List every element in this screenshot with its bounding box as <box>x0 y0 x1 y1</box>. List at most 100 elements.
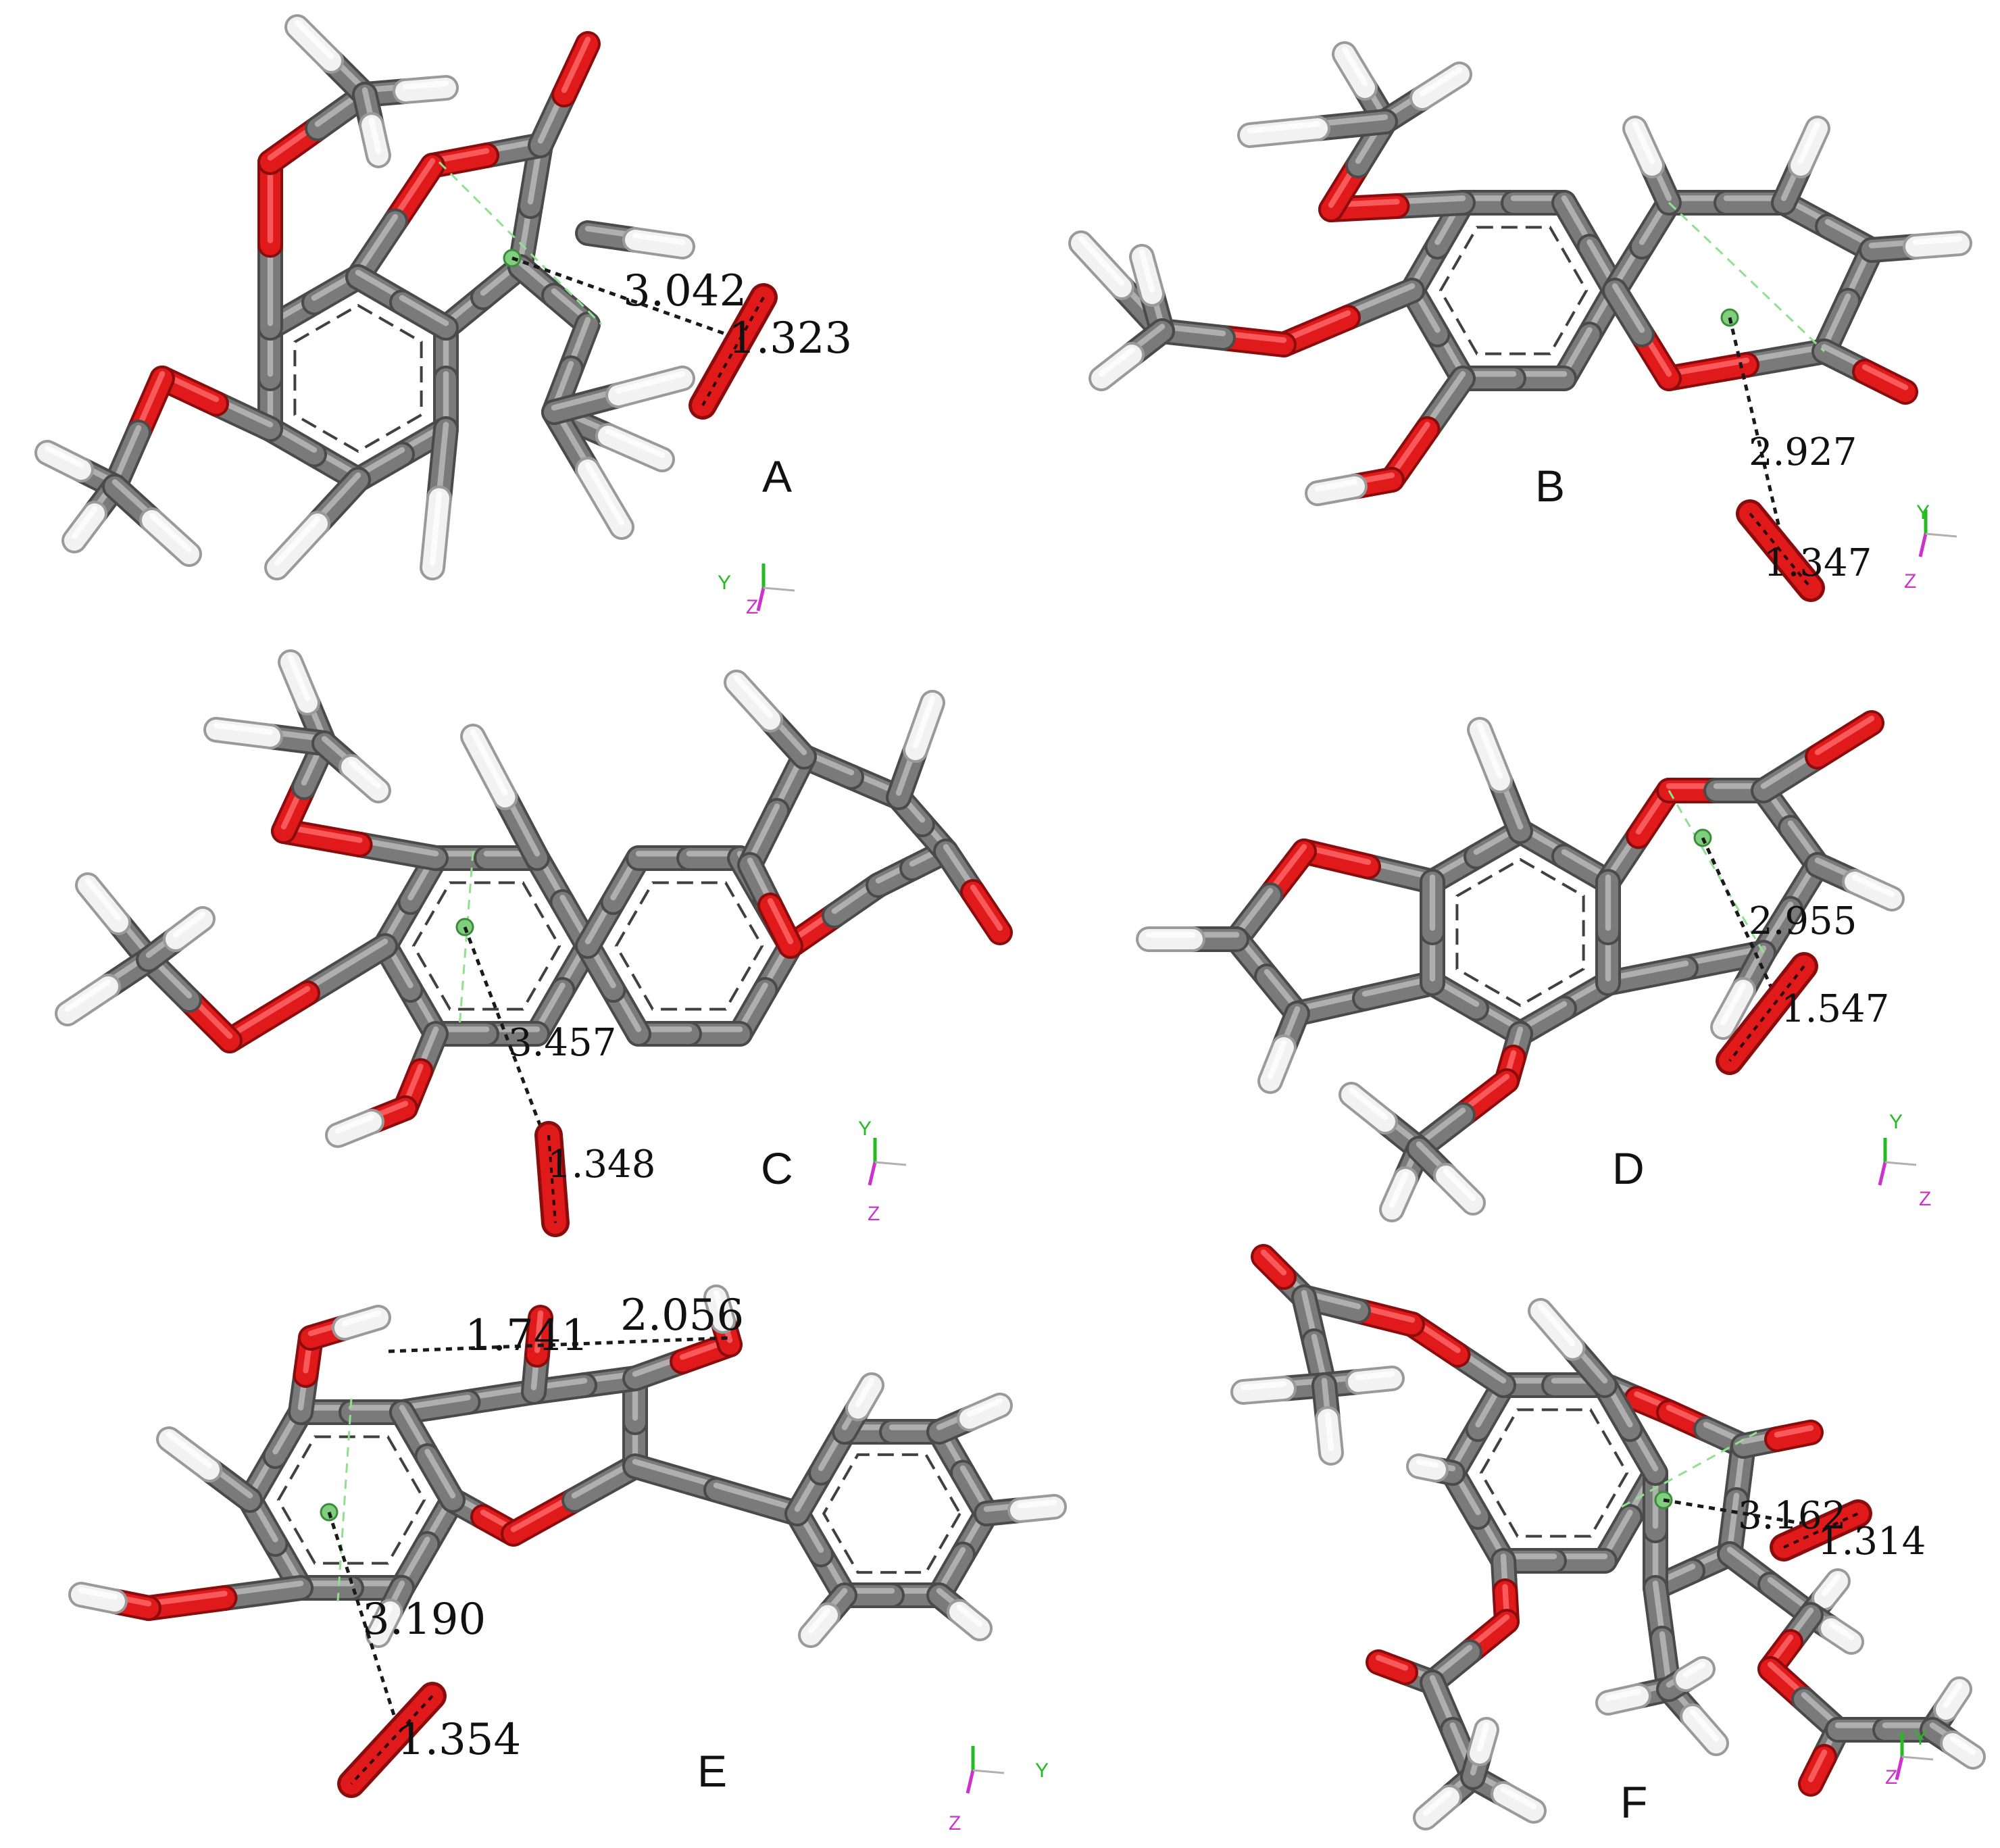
panel-c-triad-axis-x <box>874 1161 907 1166</box>
panel-f-distance-2: 1.314 <box>1818 1520 1926 1564</box>
panel-f-methyl-h1-half-1 <box>1598 1686 1649 1713</box>
panel-e-triad-axis-x <box>972 1769 1005 1774</box>
panel-d-h3-half-1 <box>1845 872 1902 909</box>
panel-a-ome2-c-shine-1 <box>111 425 142 485</box>
panel-d-ome-h1-shine-1 <box>1348 1087 1389 1120</box>
panel-e-triad-axis-z <box>966 1770 975 1794</box>
panel-c-axis-y-label: Y <box>858 1118 872 1140</box>
panel-f-ch2-h1-shine-1 <box>1821 1574 1841 1597</box>
panel-e-pi-probe-dots <box>350 1695 434 1785</box>
panel-f-oac1-h2-half-1 <box>1348 1368 1402 1392</box>
panel-c-ome1-h3-half-1 <box>341 757 389 801</box>
panel-c-pi-probe-dots <box>547 1134 557 1224</box>
panel-c-ome2-shine-1 <box>226 986 311 1039</box>
panel-b-axis-y-label: Y <box>1916 501 1930 524</box>
panel-a-distance-line <box>511 256 737 340</box>
panel-f-oac2-co-shine-1 <box>1375 1655 1409 1671</box>
panel-e-phenyl-link-half-1 <box>706 1480 807 1524</box>
panel-d-distance-1: 2.955 <box>1749 899 1857 943</box>
panel-c-distance-line <box>463 926 556 1163</box>
panel-d-pyrone-bond-4-half-1 <box>1598 957 1696 993</box>
panel-c-ome2-h2-half-1 <box>57 976 118 1024</box>
panel-f-carbonyl-shine-1 <box>1774 1425 1814 1438</box>
panel-c-ome2-h2-shine-1 <box>64 979 111 1012</box>
panel-b-h5-shine-1 <box>1632 121 1655 164</box>
panel-b-pyrone-bond-4-half-0 <box>1736 341 1834 375</box>
panel-b-pyrone-bond-4-shine-0 <box>1743 344 1828 364</box>
panel-b-ome2-h1-half-1 <box>1071 233 1132 297</box>
panel-c-triad-axis-z <box>868 1162 877 1186</box>
panel-d-ome-h2-shine-1 <box>1389 1172 1409 1208</box>
panel-a-ome2-h2-shine-1 <box>71 506 98 539</box>
panel-c-carbonyl-shine-1 <box>970 884 1003 931</box>
panel-a-distance-2: 1.323 <box>728 314 852 364</box>
panel-c-distance-2: 1.348 <box>547 1143 655 1187</box>
panel-f-oac2-h3-shine-1 <box>1476 1722 1490 1752</box>
panel-d-label: D <box>1612 1143 1645 1193</box>
panel-f-oac2-h2-shine-1 <box>1500 1787 1537 1809</box>
panel-b-carbonyl-shine-1 <box>1861 364 1909 391</box>
panel-f-oac1-co-half-1 <box>1253 1247 1294 1287</box>
panel-f-oac1-h3-shine-1 <box>1324 1412 1334 1451</box>
panel-d-furan-h2-shine-1 <box>1267 1040 1287 1080</box>
panel-d-ome-h1-half-1 <box>1341 1084 1395 1132</box>
panel-f-methyl-h1-shine-1 <box>1605 1689 1642 1701</box>
panel-e-h6-shine-1 <box>166 1432 213 1468</box>
panel-c-pyrone-bond-5-shine-1 <box>767 898 794 945</box>
panel-c-ome1-half-0 <box>349 834 446 868</box>
panel-e-oh7-h-shine-1 <box>78 1587 118 1600</box>
panel-b-ome2-shine-0 <box>1345 283 1416 316</box>
panel-c-ome1-h1-shine-1 <box>287 655 311 701</box>
panel-b-triad-axis-z <box>1918 533 1928 557</box>
panel-a-pyrone-bond-3-shine-1 <box>355 214 399 276</box>
panel-f-h5-half-1 <box>1409 1456 1446 1480</box>
panel-b-triad-axis-x <box>1925 532 1957 538</box>
panel-f-ch2-h2-half-1 <box>1821 1618 1861 1652</box>
panel-b-ome2-h2-shine-1 <box>1139 249 1155 293</box>
panel-e-phenyl-link-shine-0 <box>632 1459 720 1489</box>
panel-e-a-ring-aromatic <box>276 1435 426 1565</box>
panel-f-oac1-co-shine-1 <box>1260 1249 1287 1276</box>
panel-b-pyrone-bond-3-shine-1 <box>1821 293 1851 350</box>
panel-a-h3-shine-1 <box>632 232 686 245</box>
panel-c-h4-shine-1 <box>733 675 774 718</box>
panel-b-oh-shine-0 <box>1424 371 1466 428</box>
panel-b-ome2-shine-1 <box>1280 310 1351 343</box>
panel-e-ph-h3-half-1 <box>1010 1497 1064 1520</box>
panel-f-methyl-h2-half-1 <box>1682 1706 1726 1753</box>
panel-c-label: C <box>761 1143 793 1193</box>
panel-d-ome-h3-shine-1 <box>1443 1168 1476 1201</box>
panel-a-ome2-h1-half-1 <box>37 443 91 480</box>
panel-d-furan-bond-1-shine-1 <box>1233 888 1274 938</box>
panel-e-ph-h2-half-1 <box>959 1395 1010 1429</box>
panel-e-phenyl-link-shine-1 <box>713 1482 801 1512</box>
panel-c-ring2-aromatic <box>614 881 764 1011</box>
panel-c-h3-shine-1 <box>912 695 936 749</box>
panel-d-h4-shine-1 <box>1720 982 1747 1026</box>
panel-a-ome1-h2-half-1 <box>395 78 456 101</box>
panel-e-oh3-h-shine-1 <box>713 1290 726 1320</box>
panel-a-methyl-h3-half-1 <box>608 368 693 405</box>
panel-b-distance-2: 1.347 <box>1764 541 1872 585</box>
panel-f-pyrone-bond-2-shine-1 <box>1726 1493 1740 1553</box>
panel-d-ome-h3-half-1 <box>1436 1166 1483 1213</box>
panel-e-ph-h1-shine-1 <box>855 1378 875 1407</box>
panel-b-oh-h-shine-1 <box>1314 479 1358 492</box>
panel-f-methyl-h2-shine-1 <box>1689 1709 1720 1742</box>
panel-f-oac3-h2-half-1 <box>1943 1733 1983 1767</box>
panel-c-pyrone-bond-4-shine-1 <box>747 803 780 864</box>
panel-d-distance-2: 1.547 <box>1781 987 1889 1031</box>
panel-f-triad-axis-z <box>1895 1756 1904 1780</box>
panel-c-h4-half-1 <box>726 672 780 730</box>
panel-b-benzene-aromatic <box>1439 226 1589 355</box>
panel-f-oac2-co-half-1 <box>1368 1652 1416 1682</box>
panel-a-pyrone-bond-3-shine-0 <box>392 158 436 220</box>
panel-f-axis-y-label: Y <box>1914 1727 1927 1749</box>
annotation-layer <box>320 161 1957 1798</box>
panel-c-h5-shine-1 <box>470 729 508 796</box>
panel-a-guide <box>438 161 603 326</box>
panel-b-guide <box>1668 201 1826 353</box>
panel-e-c-ring-bond-5-shine-1 <box>424 1449 456 1499</box>
panel-a-methyl-h2-shine-1 <box>584 462 625 526</box>
panel-a-methyl-h1-half-1 <box>598 426 672 470</box>
